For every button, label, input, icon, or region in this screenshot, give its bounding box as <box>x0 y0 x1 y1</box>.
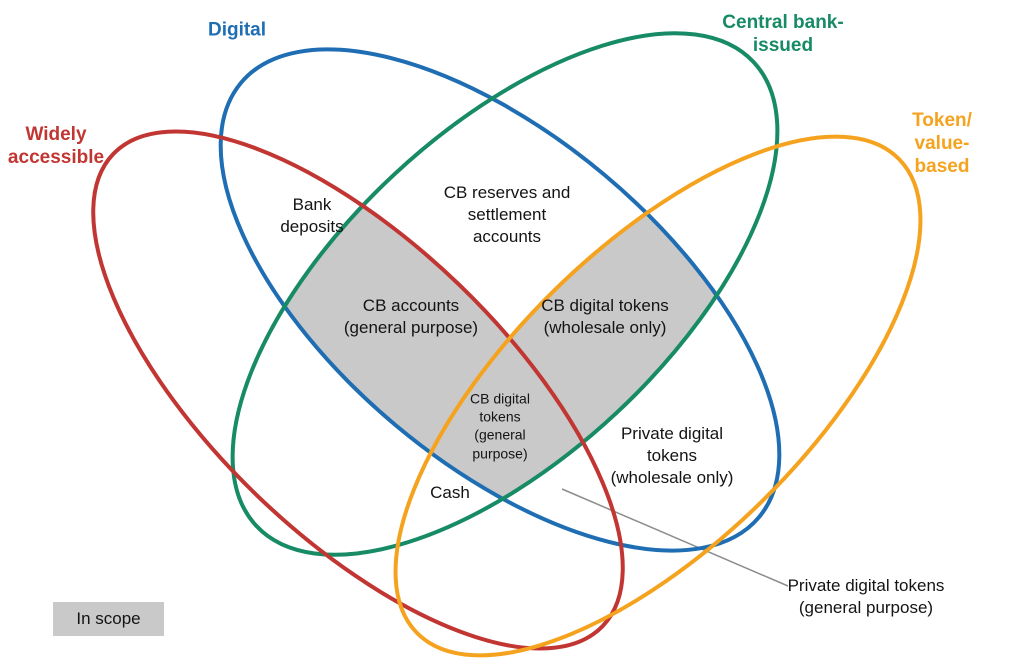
private-digital-tokens-wholesale-label: Private digital tokens (wholesale only) <box>610 423 734 488</box>
central-bank-issued-ellipse <box>230 31 780 557</box>
bank-deposits-label: Bank deposits <box>280 194 344 236</box>
in-scope-legend-label: In scope <box>76 609 141 628</box>
token-value-based-set-label: Token/ value-based <box>912 109 972 177</box>
in-scope-legend: In scope <box>53 602 164 636</box>
digital-ellipse <box>218 47 782 553</box>
cb-accounts-general-label: CB accounts (general purpose) <box>343 295 479 337</box>
cash-label: Cash <box>430 482 470 502</box>
private-digital-tokens-general-annotation: Private digital tokens (general purpose) <box>787 575 945 617</box>
token-value-based-ellipse <box>393 134 923 658</box>
cb-reserves-label: CB reserves and settlement accounts <box>443 182 571 247</box>
widely-accessible-set-label: Widely accessible <box>7 124 105 168</box>
cb-digital-tokens-wholesale-label: CB digital tokens (wholesale only) <box>541 295 669 337</box>
central-bank-issued-set-label: Central bank- issued <box>722 12 844 56</box>
widely-accessible-ellipse <box>91 129 625 651</box>
annotation-leader-line <box>561 488 789 587</box>
digital-set-label: Digital <box>207 19 267 41</box>
cb-digital-tokens-general-label: CB digital tokens (general purpose) <box>470 390 530 462</box>
